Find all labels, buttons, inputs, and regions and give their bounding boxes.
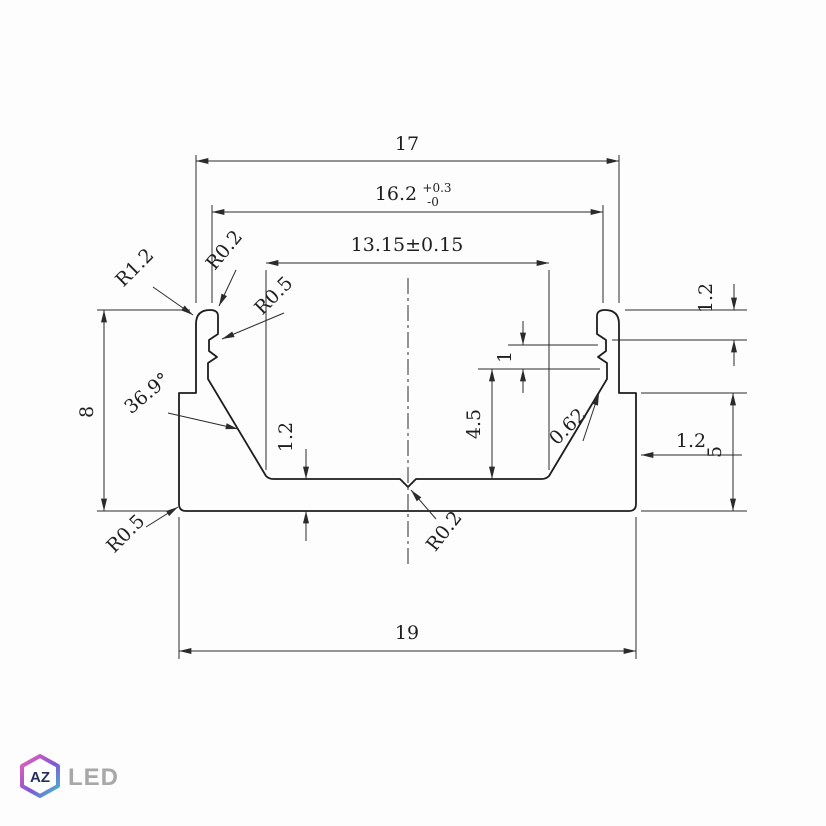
leader-radius-lip: R0.5 (221, 272, 297, 340)
dim-inner-width: 13.15±0.15 (265, 234, 550, 470)
dim-groove-depth: 1 (494, 321, 598, 393)
dim-opening-width: 16.2+0.3-0 (211, 181, 604, 303)
dim-label-height: 8 (76, 406, 98, 418)
dim-label-top-width: 17 (395, 133, 419, 155)
leader-radius-top-outer: R1.2 (111, 244, 194, 316)
dim-label-web-thickness: 0.62 (545, 404, 590, 449)
dim-height: 8 (76, 309, 190, 512)
dim-label-base-thickness: 1.2 (275, 422, 297, 452)
leader-web-thickness: 0.62 (545, 392, 600, 449)
dim-base-thickness: 1.2 (275, 422, 310, 541)
leader-radius-base-corner: R0.5 (102, 506, 179, 557)
dim-label-opening-width: 16.2+0.3-0 (375, 181, 452, 209)
dim-label-r-top-inner: R0.2 (202, 226, 247, 274)
logo-hexagon-icon (20, 754, 60, 798)
dim-label-base-width: 19 (395, 622, 419, 644)
dim-inner-depth: 4.5 (463, 368, 600, 479)
dim-label-inner-depth: 4.5 (463, 409, 485, 439)
leader-radius-floor-center: R0.2 (410, 489, 467, 556)
dim-label-r-lip: R0.5 (250, 272, 297, 319)
dim-label-side-thickness: 1.2 (676, 430, 706, 452)
profile-outline (178, 309, 637, 512)
dim-label-r-floor-center: R0.2 (422, 507, 467, 556)
dim-label-r-top-outer: R1.2 (111, 244, 158, 291)
leader-radius-top-inner: R0.2 (202, 226, 247, 307)
dim-side-height: 5 (641, 392, 747, 512)
profile-cross-section (178, 278, 637, 568)
dim-label-wall-angle: 36.9° (120, 368, 174, 418)
dim-label-inner-width: 13.15±0.15 (351, 234, 464, 256)
brand-logo: AZ LED (20, 754, 119, 798)
dim-lip-height: 1.2 (612, 283, 747, 366)
dim-side-thickness: 1.2 (641, 430, 742, 459)
dim-label-lip-height: 1.2 (695, 283, 717, 313)
logo-wordmark: LED (68, 764, 119, 791)
dim-top-width: 17 (195, 133, 620, 303)
logo-monogram: AZ (30, 769, 50, 786)
dim-label-r-base-corner: R0.5 (102, 510, 149, 557)
dim-label-side-height: 5 (704, 446, 726, 458)
dim-base-width: 19 (178, 517, 637, 659)
dim-label-groove-depth: 1 (494, 351, 516, 363)
